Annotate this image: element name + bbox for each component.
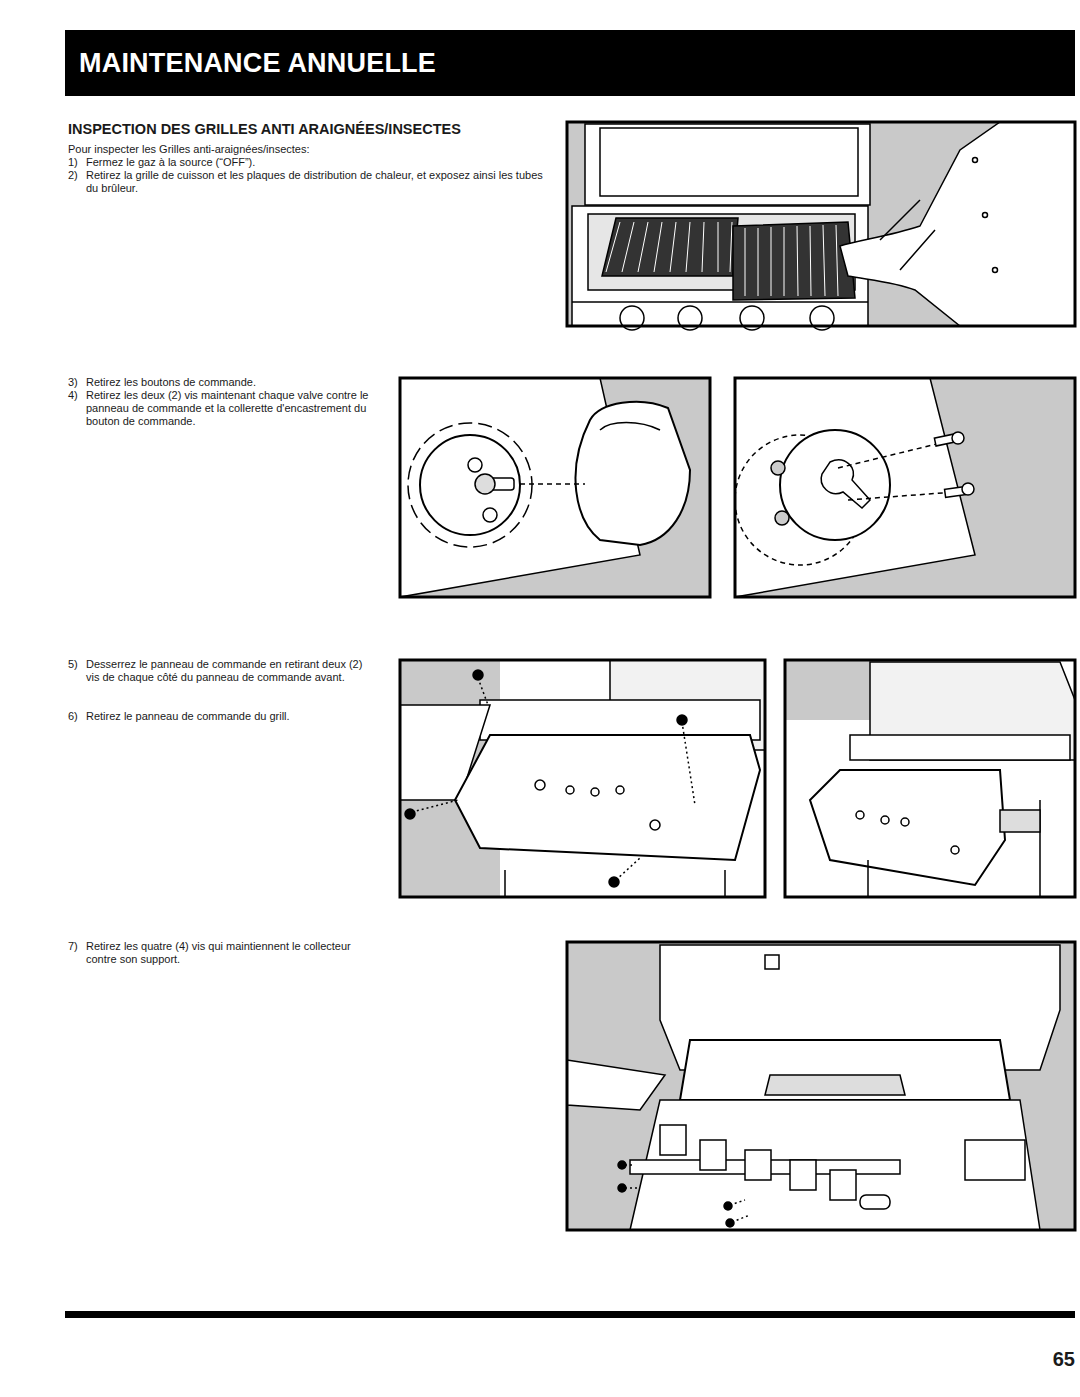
grill-grate-illustration bbox=[567, 122, 1075, 330]
step-text: Retirez les deux (2) vis maintenant chaq… bbox=[86, 389, 374, 428]
knob-removal-illustration bbox=[400, 378, 710, 597]
step-number: 2) bbox=[68, 169, 86, 182]
step-number: 6) bbox=[68, 710, 86, 723]
step-number: 3) bbox=[68, 376, 86, 389]
control-panel-removal-illustration bbox=[785, 660, 1075, 897]
page-title: MAINTENANCE ANNUELLE bbox=[79, 47, 436, 79]
control-panel-screws-illustration bbox=[400, 660, 765, 897]
step-text: Retirez la grille de cuisson et les plaq… bbox=[86, 169, 548, 195]
intro-text: Pour inspecter les Grilles anti-araignée… bbox=[68, 143, 548, 156]
step-text: Retirez les quatre (4) vis qui maintienn… bbox=[86, 940, 376, 966]
page-number: 65 bbox=[1005, 1347, 1075, 1371]
step-number: 1) bbox=[68, 156, 86, 169]
step-number: 7) bbox=[68, 940, 86, 953]
step-text: Desserrez le panneau de commande en reti… bbox=[86, 658, 376, 684]
step-text: Retirez le panneau de commande du grill. bbox=[86, 710, 376, 723]
manifold-screws-illustration bbox=[567, 942, 1075, 1230]
step-text: Fermez le gaz à la source (“OFF”). bbox=[86, 156, 546, 169]
step-number: 5) bbox=[68, 658, 86, 671]
valve-screw-illustration bbox=[735, 378, 1075, 597]
step-number: 4) bbox=[68, 389, 86, 402]
footer-rule bbox=[65, 1311, 1075, 1318]
section-heading: INSPECTION DES GRILLES ANTI ARAIGNÉES/IN… bbox=[68, 120, 548, 138]
step-text: Retirez les boutons de commande. bbox=[86, 376, 376, 389]
title-bar bbox=[65, 30, 1075, 96]
